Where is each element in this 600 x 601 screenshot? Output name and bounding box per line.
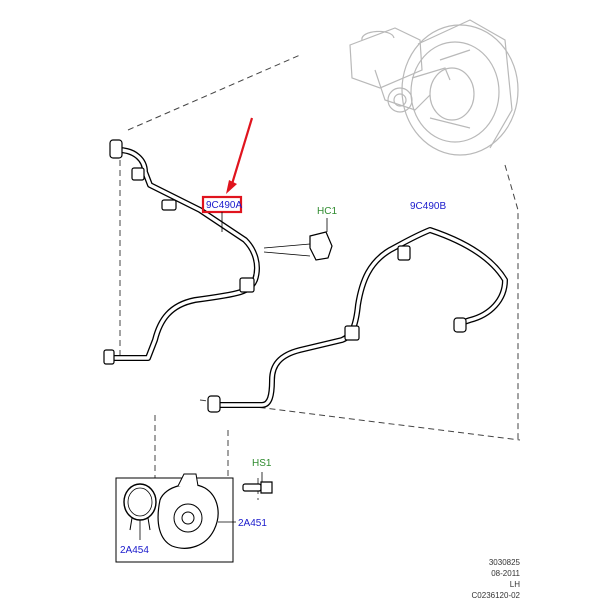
footer-date: 08-2011 <box>491 569 520 578</box>
callout-9c490b: 9C490B <box>410 201 446 212</box>
footer-side: LH <box>509 580 520 589</box>
screw-hs1 <box>242 472 273 494</box>
callout-hc1: HC1 <box>317 206 337 217</box>
brake-booster-illustration <box>349 19 519 156</box>
hose-9c490b <box>207 227 508 413</box>
footer-number: 3030825 <box>488 558 520 567</box>
vacuum-pump-assembly <box>115 473 236 563</box>
seal-ring <box>123 483 157 521</box>
callout-hs1: HS1 <box>252 458 272 469</box>
red-arrow-icon <box>226 117 254 194</box>
clip-hc1 <box>263 218 333 261</box>
callout-2a454: 2A454 <box>120 545 149 556</box>
hose-9c490a <box>103 139 260 365</box>
callout-9c490a: 9C490A <box>206 200 242 211</box>
footer-code: C0236120-02 <box>471 591 520 600</box>
callout-2a451: 2A451 <box>238 518 267 529</box>
reference-dashed-lines <box>119 54 521 500</box>
